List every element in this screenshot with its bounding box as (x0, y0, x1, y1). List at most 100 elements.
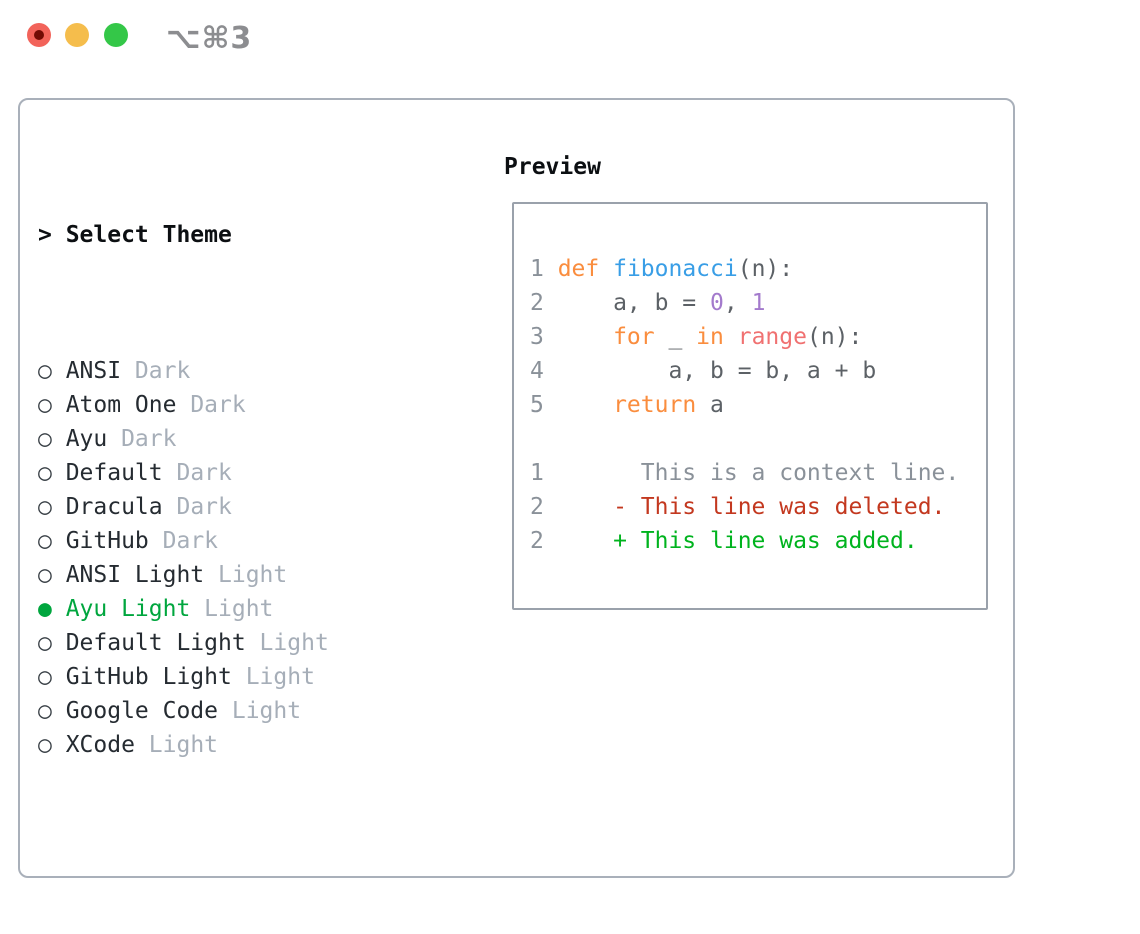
code-token: This is a context line. (557, 460, 960, 486)
preview-line: 4 a, b = b, a + b (530, 354, 959, 388)
theme-name: Ayu Light (65, 596, 191, 622)
theme-variant: Dark (162, 494, 232, 520)
code-token (599, 256, 613, 282)
theme-variant: Light (218, 698, 302, 724)
code-token: 0 (710, 290, 724, 316)
code-token: in (696, 324, 724, 350)
line-number: 5 (530, 392, 544, 418)
theme-option-default-light[interactable]: ○ Default Light Light (38, 626, 440, 660)
theme-list: ○ ANSI Dark ○ Atom One Dark ○ Ayu Dark ○ Defaul… (38, 354, 440, 762)
code-token: (n): (737, 256, 794, 282)
zoom-button[interactable] (104, 23, 128, 47)
theme-option-github[interactable]: ○ GitHub Dark (38, 524, 440, 558)
radio-icon: ○ (38, 698, 52, 724)
code-token: a, b = (557, 290, 711, 316)
preview-line: 1 def fibonacci(n): (530, 252, 959, 286)
select-theme-header: > Select Theme (38, 218, 440, 252)
theme-option-ansi[interactable]: ○ ANSI Dark (38, 354, 440, 388)
code-token: - This line was deleted. (557, 494, 946, 520)
code-token: a, b = b, a + b (557, 358, 877, 384)
theme-name: XCode (65, 732, 135, 758)
code-token (724, 324, 738, 350)
code-token: + This line was added. (557, 528, 918, 554)
radio-icon: ○ (38, 460, 52, 486)
preview-line: 2 + This line was added. (530, 524, 959, 558)
theme-variant: Dark (121, 358, 191, 384)
spacer (38, 864, 440, 898)
theme-variant: Light (190, 596, 274, 622)
theme-name: GitHub Light (65, 664, 232, 690)
radio-icon: ○ (38, 528, 52, 554)
radio-selected-icon: ● (38, 596, 52, 622)
theme-option-dracula[interactable]: ○ Dracula Dark (38, 490, 440, 524)
radio-icon: ○ (38, 494, 52, 520)
preview-title: Preview (504, 154, 601, 180)
line-number: 2 (530, 494, 544, 520)
theme-name: Dracula (65, 494, 163, 520)
theme-name: Default Light (65, 630, 246, 656)
line-number: 2 (530, 290, 544, 316)
window-title: ⌥⌘3 (166, 21, 253, 56)
line-number: 1 (530, 460, 544, 486)
radio-icon: ○ (38, 392, 52, 418)
radio-icon: ○ (38, 664, 52, 690)
theme-option-ayu[interactable]: ○ Ayu Dark (38, 422, 440, 456)
code-token (558, 324, 613, 350)
theme-option-ansi-light[interactable]: ○ ANSI Light Light (38, 558, 440, 592)
code-token: range (737, 324, 807, 350)
code-token (558, 392, 613, 418)
select-theme-title: Select Theme (65, 222, 232, 248)
theme-option-google-code[interactable]: ○ Google Code Light (38, 694, 440, 728)
theme-variant: Light (231, 664, 315, 690)
theme-name: Google Code (65, 698, 219, 724)
radio-icon: ○ (38, 732, 52, 758)
theme-name: Ayu (65, 426, 108, 452)
theme-option-xcode[interactable]: ○ XCode Light (38, 728, 440, 762)
theme-variant: Light (245, 630, 329, 656)
code-token: (n): (806, 324, 863, 350)
preview-line: 5 return a (530, 388, 959, 422)
code-token: fibonacci (613, 256, 738, 282)
theme-variant: Light (134, 732, 219, 758)
theme-variant: Dark (162, 460, 232, 486)
close-button[interactable] (27, 23, 51, 47)
radio-icon: ○ (38, 358, 52, 384)
theme-name: ANSI (65, 358, 122, 384)
theme-option-atom-one[interactable]: ○Atom One Dark (38, 388, 440, 422)
line-number: 1 (530, 256, 544, 282)
radio-icon: ○ (38, 562, 52, 588)
preview-line: 2 - This line was deleted. (530, 490, 959, 524)
theme-name: ANSI Light (65, 562, 205, 588)
code-token: for (613, 324, 655, 350)
code-token: 1 (751, 290, 766, 316)
prompt-caret-icon: > (38, 222, 52, 248)
line-number: 2 (530, 528, 544, 554)
radio-icon: ○ (38, 630, 52, 656)
theme-name: GitHub (65, 528, 149, 554)
code-token: def (557, 256, 600, 282)
minimize-button[interactable] (65, 23, 89, 47)
theme-option-ayu-light[interactable]: ● Ayu Light Light (38, 592, 440, 626)
unsaved-indicator-dot (34, 30, 44, 40)
code-token: , (723, 290, 752, 316)
theme-variant: Light (204, 562, 288, 588)
theme-name: Atom One (65, 392, 177, 418)
radio-icon: ○ (38, 426, 52, 452)
code-token: a (696, 392, 724, 418)
code-token: _ (654, 324, 697, 350)
preview-line (530, 422, 959, 456)
theme-option-default[interactable]: ○ Default Dark (38, 456, 440, 490)
preview-line: 3 for _ in range(n): (530, 320, 959, 354)
theme-variant: Dark (148, 528, 219, 554)
theme-variant: Dark (107, 426, 177, 452)
theme-picker: > Select Theme ○ ANSI Dark ○ Atom One Dark ○ A… (38, 150, 440, 934)
titlebar: ⌥⌘3 (0, 0, 1140, 80)
code-token: return (613, 392, 697, 418)
line-number: 3 (530, 324, 544, 350)
preview-line: 2 a, b = 0, 1 (530, 286, 959, 320)
theme-option-github-light[interactable]: ○ GitHub Light Light (38, 660, 440, 694)
theme-picker-panel: > Select Theme ○ ANSI Dark ○ Atom One Dark ○ A… (18, 98, 1015, 878)
theme-name: Default (65, 460, 163, 486)
